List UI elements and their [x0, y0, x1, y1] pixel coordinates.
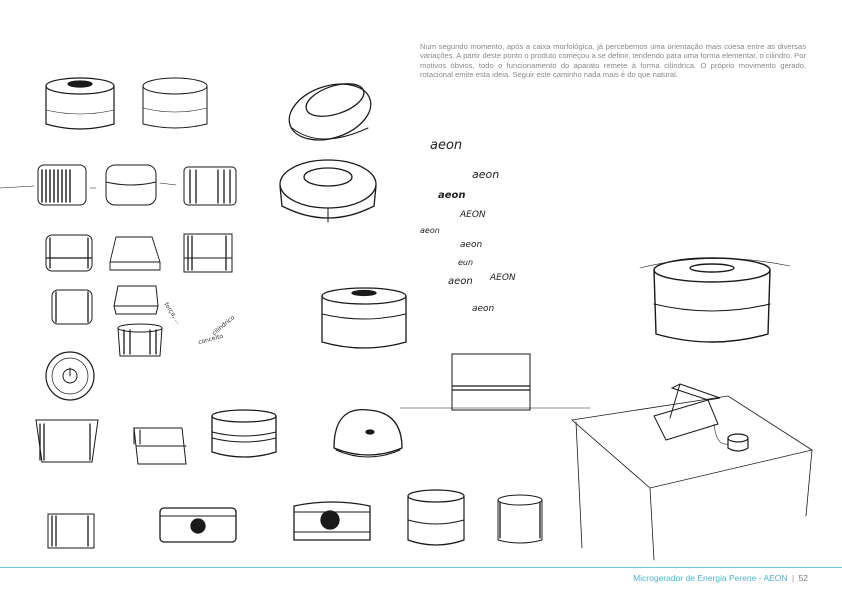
- logo-study-5: aeon: [420, 226, 440, 235]
- logo-study-8: aeon: [448, 276, 473, 287]
- sketch-box-5: [399, 353, 591, 411]
- footer-separator: |: [791, 573, 795, 583]
- sketch-table-scene: [571, 383, 814, 561]
- sketch-cylinder-4d: [321, 287, 407, 349]
- logo-study-4: AEON: [460, 210, 486, 220]
- sketch-box-4b: [113, 285, 159, 315]
- logo-study-9: AEON: [490, 273, 516, 283]
- footer-rule: [0, 567, 842, 568]
- logo-study-3: aeon: [438, 190, 466, 201]
- sketch-tilted-disc: [288, 83, 372, 141]
- sketch-hatched-block-1: [0, 164, 97, 206]
- sketch-row7-d: [407, 489, 465, 546]
- body-paragraph: Num segundo momento, após a caixa morfol…: [420, 41, 806, 80]
- sketch-cylinder-1: [45, 77, 115, 130]
- sketch-row6-c: [211, 409, 277, 458]
- sketch-row6-b: [133, 427, 187, 465]
- sketch-row7-a: [47, 513, 95, 549]
- logo-study-7: eun: [458, 258, 474, 267]
- logo-study-6: aeon: [460, 240, 483, 250]
- sketch-box-3b: [109, 236, 161, 271]
- sketch-row7-e: [497, 494, 543, 544]
- sketch-hatched-block-2: [159, 166, 237, 206]
- sketch-rounded-block: [105, 164, 157, 206]
- page-number: 52: [798, 573, 808, 583]
- sketch-ring-disc: [279, 159, 377, 223]
- sketch-row6-a: [35, 419, 99, 463]
- sketch-cylinder-2: [142, 77, 208, 129]
- footer-title: Microgerador de Energia Perene - AEON: [633, 573, 788, 583]
- sketch-dome: [333, 409, 403, 458]
- sketch-large-cylinder: [639, 257, 791, 343]
- logo-study-1: aeon: [430, 138, 463, 153]
- sketch-power-button: [45, 351, 95, 401]
- logo-study-2: aeon: [472, 168, 500, 181]
- sketch-box-3c: [183, 233, 233, 273]
- sketch-box-4a: [51, 289, 93, 325]
- sketch-box-3a: [45, 234, 93, 272]
- sketch-speaker-2: [293, 501, 371, 541]
- footer: Microgerador de Energia Perene - AEON | …: [633, 573, 808, 583]
- logo-study-10: aeon: [472, 304, 495, 314]
- sketch-box-4c: [117, 323, 163, 357]
- sketch-speaker-1: [159, 507, 237, 543]
